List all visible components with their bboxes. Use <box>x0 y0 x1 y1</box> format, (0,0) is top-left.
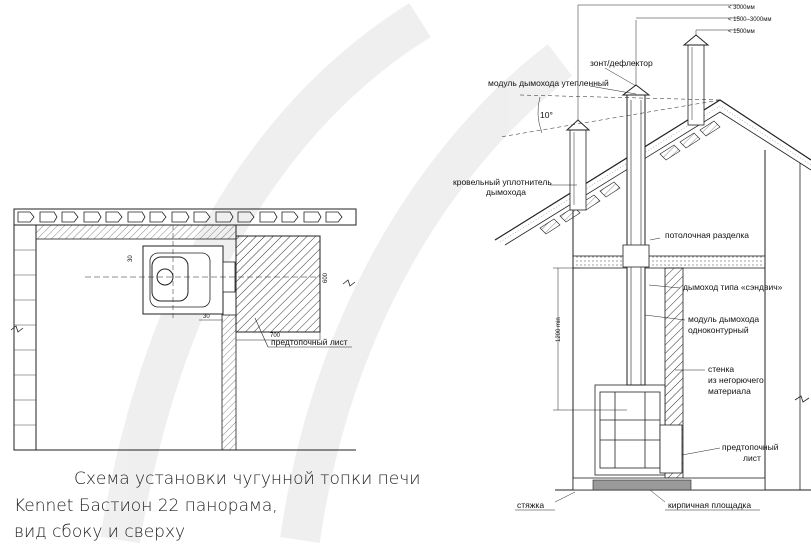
ceiling-cut-label: потолочная разделка <box>665 230 749 240</box>
caption-line-2: Kennet Бастион 22 панорама, <box>14 496 278 516</box>
stone-wall-top <box>17 211 343 223</box>
height-1500-3000: < 1500–3000мм <box>728 17 771 23</box>
caption-line-3: вид сбоку и сверху <box>14 522 186 542</box>
single-module-label-1: модуль дымохода <box>688 314 759 324</box>
hearth-label-1: предтопочный <box>722 442 779 452</box>
angle-label: 10° <box>540 110 553 120</box>
dim-30-b: 30 <box>203 314 210 320</box>
min-height-label: 1200 min <box>556 317 562 342</box>
insulated-module-label: модуль дымохода утепленный <box>488 78 609 88</box>
dim-700: 700 <box>270 333 281 339</box>
single-module-label-2: одноконтурный <box>688 325 749 335</box>
roof-seal-label-2: дымохода <box>486 187 526 197</box>
wall-label-1: стенка <box>708 364 734 374</box>
umbrella-label: зонт/дефлектор <box>590 58 653 68</box>
top-view: 700 30 600 30 предтопочный лист <box>10 208 357 451</box>
height-1500: < 1500мм <box>728 29 755 35</box>
wall-label-2: из негорючего <box>708 375 764 385</box>
brick-pad-label: кирпичная площадка <box>668 500 751 510</box>
caption-line-1: Схема установки чугунной топки печи <box>74 469 421 489</box>
hearth-label-2: лист <box>743 453 761 463</box>
screed-label: стяжка <box>517 500 544 510</box>
dim-600: 600 <box>323 272 329 283</box>
side-view: < 3000мм < 1500–3000мм < 1500мм 10° 1200… <box>453 4 811 511</box>
hearth-sheet-label-top: предтопочный лист <box>271 337 348 347</box>
sandwich-label: дымоход типа «сэндвич» <box>683 282 783 292</box>
height-3000: < 3000мм <box>728 5 755 11</box>
dim-30-a: 30 <box>128 255 134 262</box>
stove-side <box>594 384 683 476</box>
wall-label-3: материала <box>708 386 751 396</box>
roof-seal-label-1: кровельный уплотнитель <box>453 177 552 187</box>
